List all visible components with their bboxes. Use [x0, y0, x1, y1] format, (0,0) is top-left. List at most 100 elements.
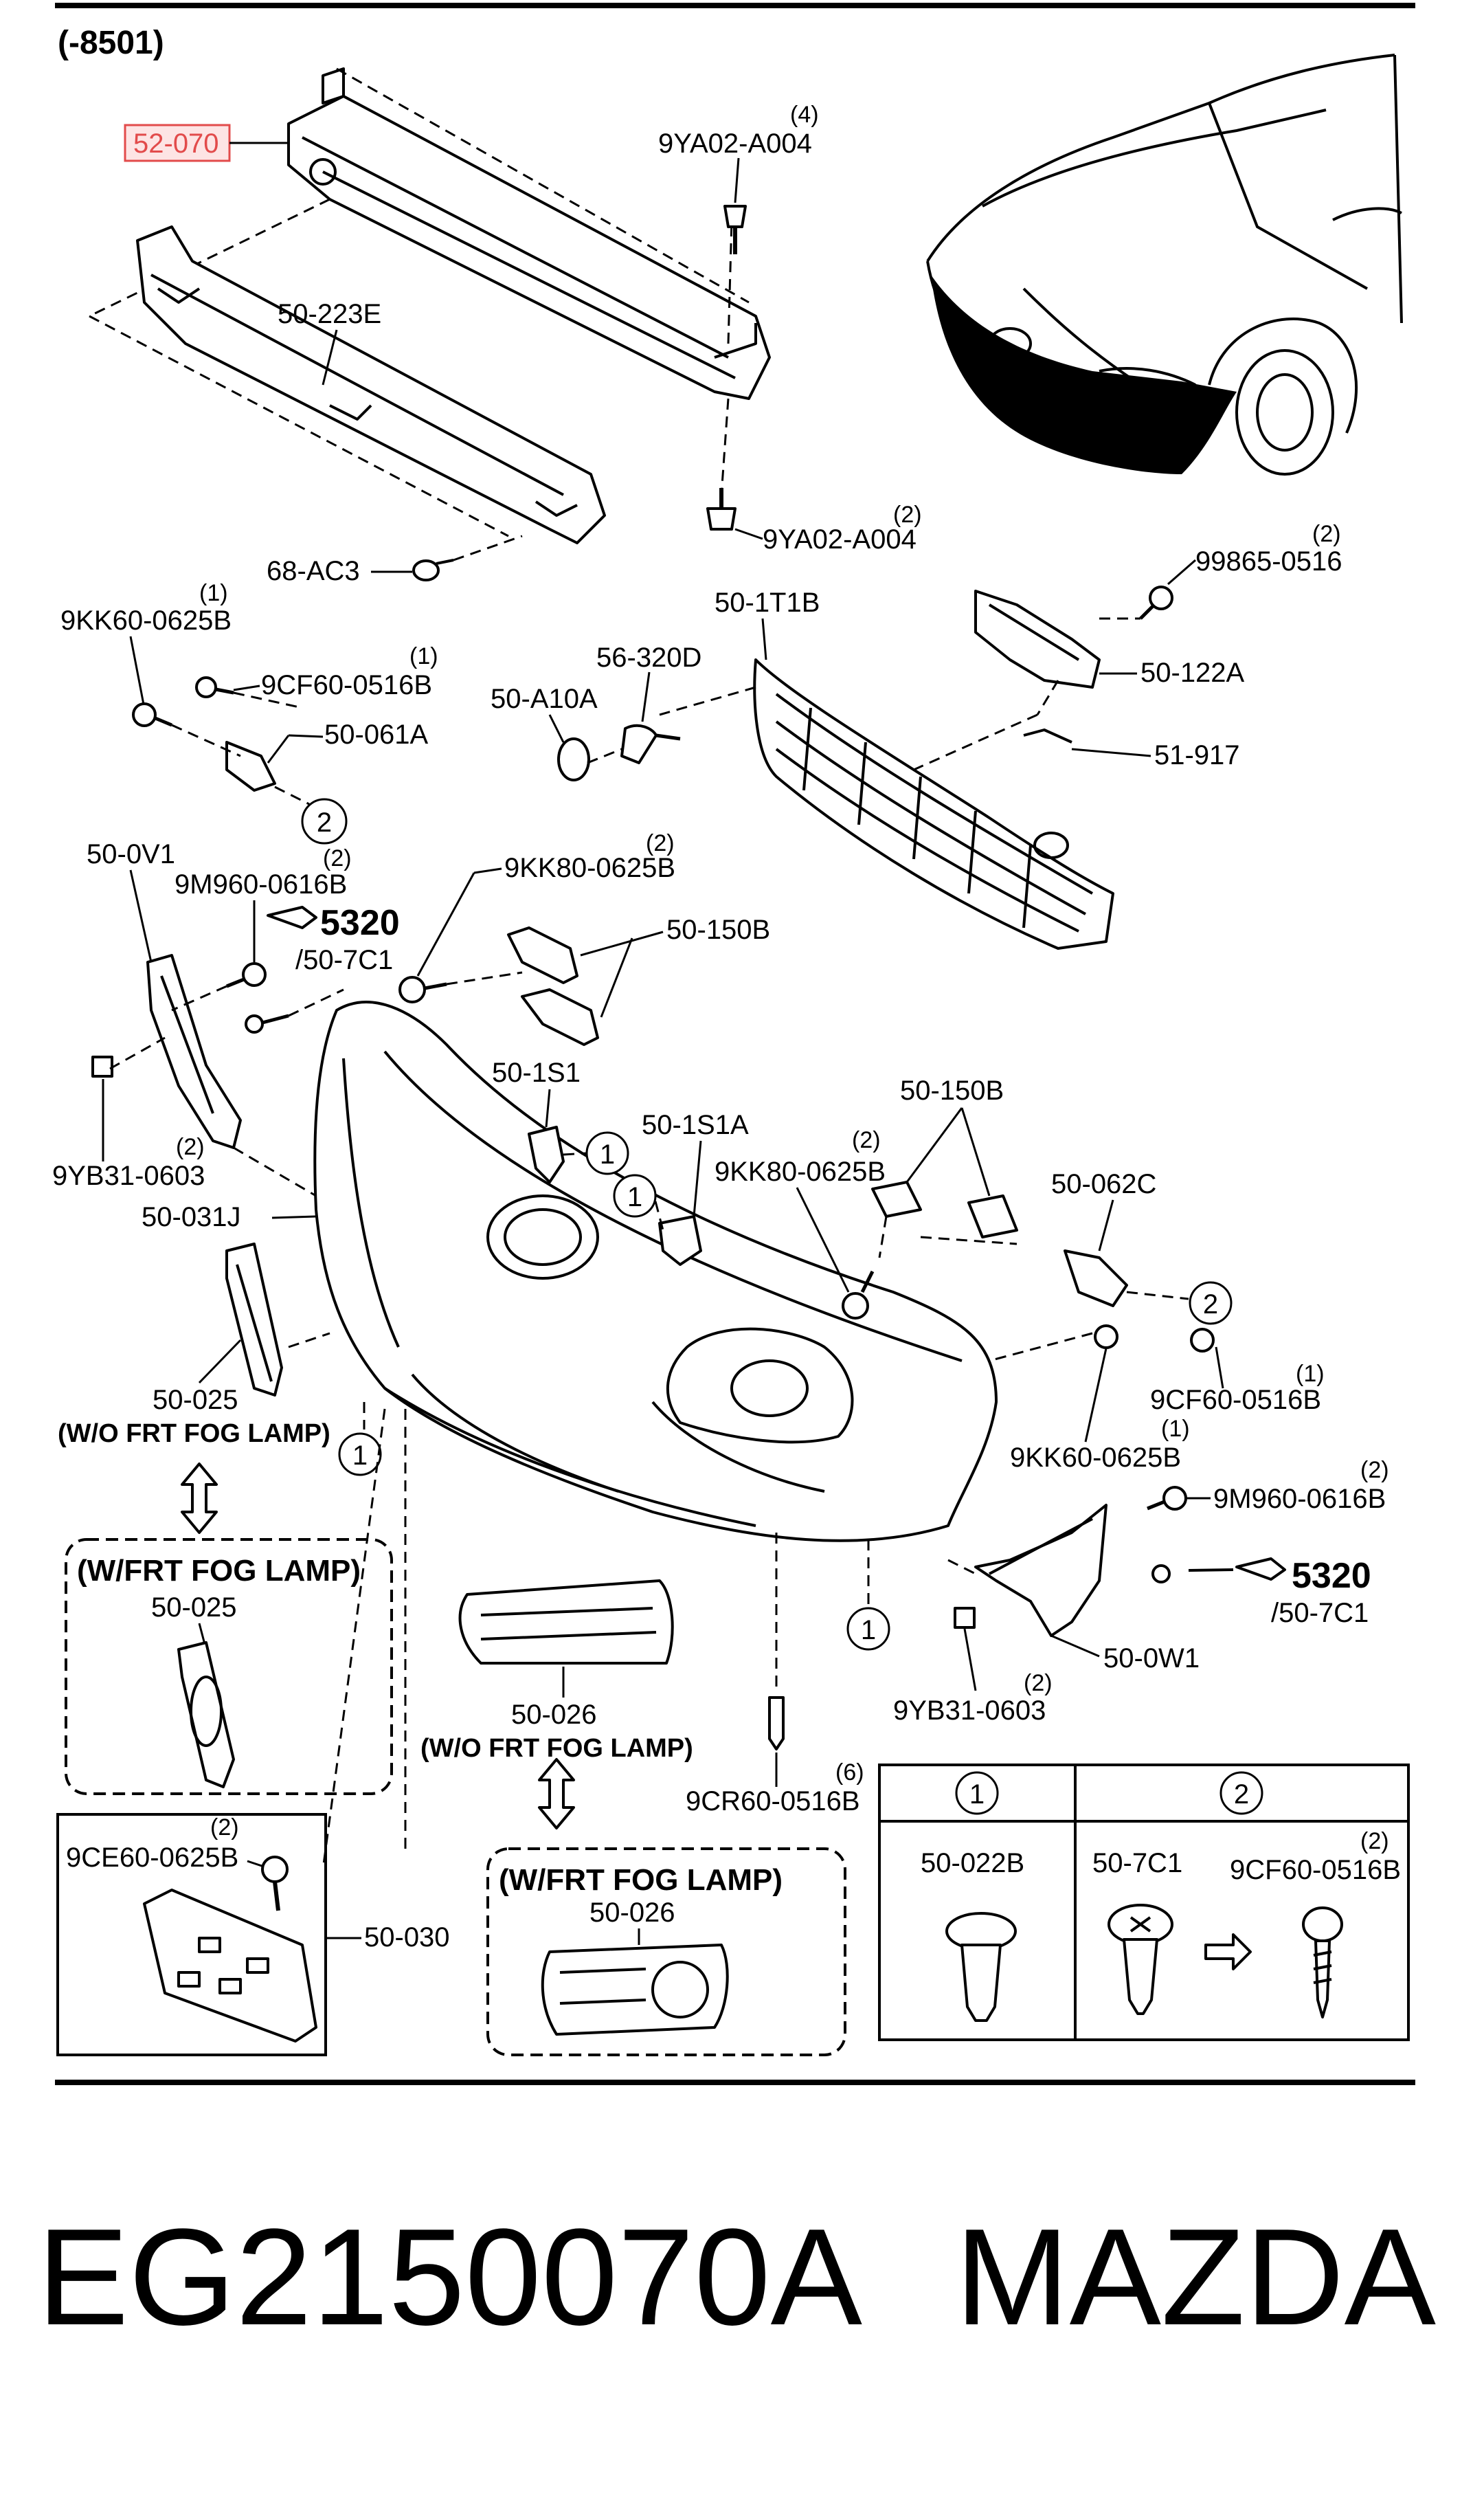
part-9kk80-0625b-mid-label: 9KK80-0625B	[715, 1157, 886, 1187]
bolt-9m960-right	[1147, 1486, 1187, 1511]
part-9kk60-0625b-right-label: 9KK60-0625B	[1010, 1443, 1181, 1473]
license-plate-box	[56, 1813, 327, 2056]
clip-left-small	[245, 1014, 289, 1034]
callout-2-text: 2	[1203, 1289, 1218, 1320]
part-50-223e-label: 50-223E	[278, 299, 381, 329]
wo-fog-lamp-note-1: (W/O FRT FOG LAMP)	[58, 1419, 330, 1448]
part-9m960-0616b-right-label: 9M960-0616B	[1213, 1484, 1386, 1514]
car-front-illustration	[926, 54, 1403, 476]
part-50-0v1-label: 50-0V1	[87, 839, 175, 869]
part-9cr60-0516b-label: 9CR60-0516B	[686, 1786, 860, 1816]
legend-part-50-022b: 50-022B	[921, 1848, 1024, 1878]
sensor-56-320d	[620, 724, 681, 764]
bracket-50-122a	[974, 590, 1101, 689]
bolt-9kk60-left	[132, 702, 172, 727]
with-fog-lamp-box-2	[486, 1847, 846, 2056]
bracket-50-062c	[1064, 1249, 1128, 1307]
screw-9cr60	[768, 1696, 785, 1750]
fog-cover-50-025-w	[177, 1641, 235, 1788]
bumper-fascia-50-031j	[313, 1001, 998, 1542]
bracket-50-061a	[225, 741, 276, 792]
qty: (2)	[1024, 1670, 1053, 1696]
bracket-50-1s1	[528, 1126, 565, 1183]
fastener-legend-table: 1 2 50-022B 50-7C1 (2) 9CF60-0516B	[878, 1764, 1410, 2041]
part-50-122a-label: 50-122A	[1140, 658, 1245, 688]
part-9ce60-0625b-label: 9CE60-0625B	[66, 1843, 238, 1873]
part-50-025-w-label: 50-025	[151, 1592, 237, 1623]
part-50-0w1-label: 50-0W1	[1103, 1643, 1200, 1673]
part-99865-0516-label: 99865-0516	[1195, 546, 1342, 577]
qty: (1)	[1296, 1361, 1325, 1387]
nut-9yb31-left	[91, 1056, 113, 1078]
bolt-9cf60-left	[195, 676, 234, 698]
bolt-9kk80-top	[398, 976, 447, 1003]
qty: (1)	[199, 580, 228, 606]
alternate-arrow-2	[538, 1758, 575, 1829]
side-bracket-50-0w1	[974, 1504, 1108, 1637]
highlight-box	[124, 124, 231, 162]
part-9yb31-0603-left-label: 9YB31-0603	[52, 1161, 205, 1191]
callout-1	[613, 1174, 657, 1218]
part-5320-left-label: 5320	[320, 903, 400, 943]
nut-9yb31-right	[954, 1607, 976, 1629]
fog-grille-50-026-w	[541, 1944, 729, 2036]
clip-5320-right-arrow	[1151, 1557, 1286, 1583]
part-9yb31-0603-right-label: 9YB31-0603	[893, 1695, 1046, 1726]
clip-68-ac3	[412, 559, 454, 581]
legend-col2-head: 2	[1234, 1779, 1249, 1810]
front-bumper-highlight	[931, 275, 1237, 474]
bumper-reinforcement-52-070	[287, 67, 771, 400]
alternate-arrow-1	[181, 1462, 218, 1534]
arrow-icon	[1204, 1933, 1252, 1970]
callout-2	[1189, 1281, 1233, 1325]
part-68-ac3-label: 68-AC3	[267, 556, 360, 586]
part-9cf60-0516b-left-label: 9CF60-0516B	[261, 670, 432, 700]
part-50-061a-label: 50-061A	[324, 720, 429, 750]
bracket-50-1s1a	[658, 1215, 702, 1266]
cover-50-a10a	[557, 737, 590, 781]
part-9cf60-0516b-right-label: 9CF60-0516B	[1150, 1385, 1321, 1415]
part-9ya02-a004-bottom-label: 9YA02-A004	[763, 524, 917, 555]
clip-50-022b-icon	[945, 1912, 1017, 2022]
seal-51-917	[1023, 728, 1072, 744]
part-50-1s1a-label: 50-1S1A	[642, 1110, 749, 1140]
legend-part-50-7c1: 50-7C1	[1092, 1848, 1182, 1878]
part-51-917-label: 51-917	[1154, 740, 1240, 770]
bracket-50-150b-mid	[871, 1181, 1018, 1238]
bolt-9m960-left	[226, 962, 267, 988]
part-50-031j-label: 50-031J	[142, 1202, 241, 1232]
part-50-1t1b-label: 50-1T1B	[715, 588, 820, 618]
part-50-7c1-left-label: /50-7C1	[295, 945, 393, 975]
range-label: (-8501)	[58, 25, 164, 61]
qty: (6)	[835, 1759, 864, 1786]
side-bracket-50-0v1	[146, 954, 242, 1149]
fog-cover-50-025-wo	[225, 1243, 283, 1397]
part-9kk60-0625b-left-label: 9KK60-0625B	[60, 605, 232, 636]
legend-part-9cf60-0516b: 9CF60-0516B	[1230, 1855, 1401, 1885]
part-50-026-wo-label: 50-026	[511, 1700, 597, 1730]
qty: (2)	[852, 1127, 881, 1153]
part-50-150b-mid-label: 50-150B	[900, 1076, 1004, 1106]
callout-2	[301, 798, 348, 845]
fog-grille-50-026-wo	[458, 1579, 674, 1665]
qty: (1)	[409, 643, 438, 669]
legend-col1-head: 1	[969, 1779, 985, 1810]
bolt-9cf60-right	[1190, 1328, 1215, 1353]
footer-part-number: EG2150070A	[37, 2201, 863, 2354]
part-56-320d-label: 56-320D	[596, 643, 701, 673]
part-52-070-label: 52-070	[133, 129, 219, 159]
part-50-150b-top-label: 50-150B	[666, 915, 770, 945]
bolt-9kk80-mid	[842, 1270, 875, 1320]
w-fog-lamp-note-1: (W/FRT FOG LAMP)	[77, 1554, 361, 1588]
callout-1-text: 1	[627, 1182, 642, 1212]
w-fog-lamp-note-2: (W/FRT FOG LAMP)	[499, 1863, 783, 1897]
bracket-50-150b-top	[507, 926, 599, 1046]
bolt-9kk60-right	[1094, 1324, 1118, 1349]
bolt-9ya02-bottom	[706, 488, 737, 531]
part-50-030-label: 50-030	[364, 1922, 450, 1953]
energy-absorber-50-223e	[136, 225, 606, 544]
part-50-7c1-right-label: /50-7C1	[1271, 1598, 1369, 1628]
part-9ya02-a004-top-label: 9YA02-A004	[658, 129, 812, 159]
bolt-9ce60	[261, 1856, 289, 1911]
